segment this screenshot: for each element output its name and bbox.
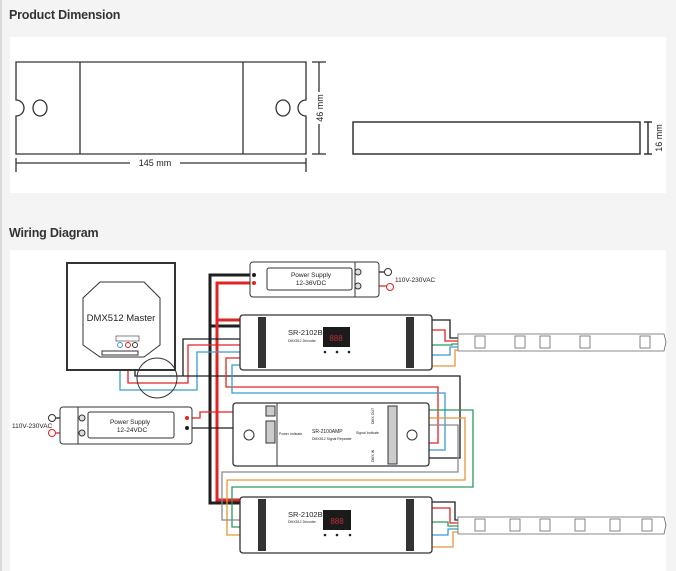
led-strip-bottom xyxy=(457,516,667,535)
side-view-drawing xyxy=(352,121,652,155)
height-dimension-label: 16 mm xyxy=(654,124,664,152)
signal-repeater xyxy=(232,402,430,467)
repeater-green-wire xyxy=(231,409,474,528)
decoder-red-out-wire xyxy=(225,357,439,444)
product-dimension-panel xyxy=(10,37,666,193)
decoder-bottom-display: 888 xyxy=(330,517,344,526)
power-black-wire xyxy=(208,273,262,505)
live-terminal-icon xyxy=(386,283,394,291)
repeater-desc: DMX512 Signal Repeater xyxy=(312,437,353,441)
power-supply-left xyxy=(48,406,193,445)
ps-left-voltage: 12-24VDC xyxy=(117,427,148,434)
power-supply-top xyxy=(249,261,394,298)
signal-indicate-label: Signal Indicate xyxy=(356,431,379,435)
decoder-bottom-desc: DMX512 Decoder xyxy=(288,520,317,524)
dmx-out-label: DMX OUT xyxy=(371,407,375,424)
repeater-model: SR-2100AMP xyxy=(312,429,343,435)
ps-top-voltage: 12-36VDC xyxy=(296,280,327,287)
repeater-gray-wire xyxy=(221,424,459,521)
neutral-terminal-icon xyxy=(384,268,392,276)
decoder-top xyxy=(239,314,433,371)
product-dimension-heading: Product Dimension xyxy=(9,8,121,22)
ps-left-title: Power Supply xyxy=(110,419,151,426)
decoder-bottom xyxy=(239,496,433,554)
decoder-bottom-model: SR-2102B xyxy=(288,510,323,519)
decoder-blue-out-wire xyxy=(231,364,446,451)
cable-loop-icon xyxy=(136,357,178,399)
wiring-diagram-heading: Wiring Diagram xyxy=(9,226,99,240)
bottom-strip-black-wire xyxy=(432,501,458,521)
dmx-master-label: DMX512 Master xyxy=(87,313,156,324)
decoder-top-desc: DMX512 Decoder xyxy=(288,339,317,343)
decoder-top-display: 888 xyxy=(329,334,343,343)
page-left-border xyxy=(0,0,2,571)
top-strip-black-wire xyxy=(432,319,458,339)
led-strip-top xyxy=(457,333,667,352)
master-blue-wire xyxy=(119,345,262,391)
width-dimension-label: 46 mm xyxy=(315,94,325,122)
length-dimension-label: 145 mm xyxy=(139,158,172,168)
top-view-drawing xyxy=(15,61,326,172)
dmx-in-label: DMX IN xyxy=(371,449,375,462)
ps-top-title: Power Supply xyxy=(291,272,332,279)
ac-input-top-label: 110V-230VAC xyxy=(395,277,436,284)
dmx-master-device xyxy=(66,262,176,371)
power-indicate-label: Power Indicate xyxy=(279,432,302,436)
decoder-top-model: SR-2102B xyxy=(288,328,323,337)
master-black-branch-wire xyxy=(182,338,262,376)
ac-input-left-label: 110V-230VAC xyxy=(12,423,53,430)
repeater-orange-wire xyxy=(226,417,466,536)
